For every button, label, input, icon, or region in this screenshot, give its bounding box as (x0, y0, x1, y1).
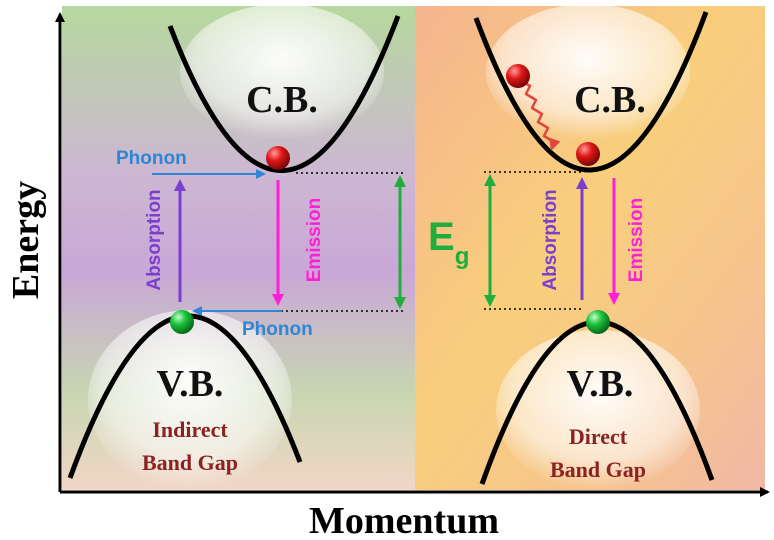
indirect-caption-line2: Band Gap (142, 450, 238, 475)
direct-hot-electron-icon (506, 64, 530, 88)
indirect-caption-line1: Indirect (152, 417, 228, 442)
y-axis-label: Energy (5, 181, 47, 299)
direct-emission-label: Emission (626, 198, 647, 282)
indirect-absorption-label: Absorption (144, 189, 165, 290)
indirect-phonon-top-label: Phonon (116, 148, 187, 169)
indirect-emission-label: Emission (304, 198, 325, 282)
direct-cb-lobe (486, 4, 690, 140)
band-gap-symbol-subscript: g (455, 243, 470, 270)
indirect-cb-label: C.B. (246, 79, 318, 121)
direct-caption-line1: Direct (569, 424, 628, 449)
indirect-vb-label: V.B. (157, 363, 224, 405)
thermalization-wave-icon (519, 78, 561, 151)
direct-absorption-label: Absorption (540, 189, 561, 290)
indirect-phonon-bottom-label: Phonon (242, 319, 313, 340)
indirect-cb-lobe (180, 4, 384, 140)
direct-cb-label: C.B. (574, 79, 646, 121)
direct-vb-lobe (496, 330, 700, 490)
band-gap-symbol: Eg (428, 215, 469, 270)
indirect-hole-icon (170, 310, 194, 334)
x-axis-label: Momentum (309, 500, 499, 540)
direct-conduction-band-curve (473, 11, 709, 173)
direct-hole-icon (586, 310, 610, 334)
band-gap-symbol-main: E (428, 215, 455, 259)
direct-electron-icon (576, 142, 600, 166)
indirect-vb-lobe (88, 310, 292, 490)
indirect-electron-icon (266, 146, 290, 170)
direct-caption-line2: Band Gap (550, 457, 646, 482)
direct-vb-label: V.B. (567, 363, 634, 405)
indirect-conduction-band-curve (167, 15, 401, 173)
